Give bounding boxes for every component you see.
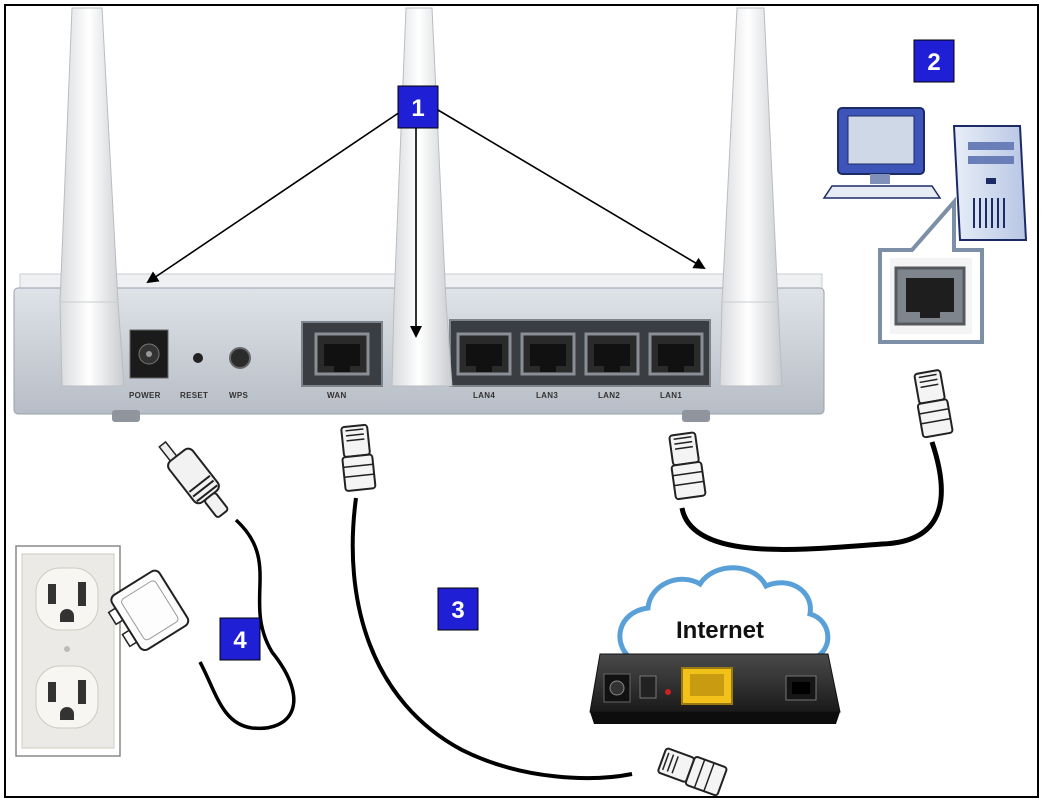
power-port[interactable] xyxy=(129,329,169,379)
antenna-arrows xyxy=(146,109,706,338)
lan-ports xyxy=(449,319,711,387)
internet-label: Internet xyxy=(676,617,764,644)
lan1-port[interactable] xyxy=(648,332,704,376)
monitor-icon xyxy=(822,107,942,199)
modem xyxy=(589,653,841,724)
power-cable xyxy=(198,518,296,731)
wan-port[interactable] xyxy=(301,321,383,387)
pc-tower-icon xyxy=(952,125,1028,241)
reset-button[interactable] xyxy=(193,353,203,363)
modem-ethernet-port[interactable] xyxy=(681,667,733,705)
lan3-label: LAN3 xyxy=(536,391,558,400)
power-label: POWER xyxy=(129,391,161,400)
diagram-frame: POWER RESET WPS WAN LAN4 LAN3 LAN2 LAN1 … xyxy=(4,4,1039,798)
modem-switch[interactable] xyxy=(639,675,657,699)
antenna-left xyxy=(59,7,125,387)
callout-1-badge: 1 xyxy=(397,85,439,129)
callout-4-number: 4 xyxy=(233,627,247,654)
modem-led xyxy=(665,689,671,695)
lan2-label: LAN2 xyxy=(598,391,620,400)
antenna-center xyxy=(391,7,453,387)
callout-2-number: 2 xyxy=(927,49,940,76)
wan-cable xyxy=(350,497,633,780)
callout-2-badge: 2 xyxy=(913,39,955,83)
lan-cable xyxy=(679,441,944,552)
lan-plug-computer xyxy=(911,368,954,439)
router-connection-diagram: POWER RESET WPS WAN LAN4 LAN3 LAN2 LAN1 … xyxy=(13,7,1028,797)
modem-line-port[interactable] xyxy=(785,675,817,701)
wan-plug-router xyxy=(338,423,377,493)
wall-outlet xyxy=(15,545,121,757)
reset-label: RESET xyxy=(180,391,208,400)
lan1-label: LAN1 xyxy=(660,391,682,400)
wps-label: WPS xyxy=(229,391,248,400)
lan-plug-router xyxy=(666,430,707,501)
lan4-port[interactable] xyxy=(456,332,512,376)
wan-label: WAN xyxy=(327,391,347,400)
callout-1-number: 1 xyxy=(411,95,424,122)
callout-4-badge: 4 xyxy=(219,617,261,661)
callout-3-number: 3 xyxy=(451,597,464,624)
wan-plug-modem xyxy=(655,744,729,797)
power-plug-barrel xyxy=(158,440,229,518)
power-adapter xyxy=(107,569,190,652)
computer-port-detail xyxy=(878,196,984,344)
internet-cloud: Internet xyxy=(617,565,831,661)
lan3-port[interactable] xyxy=(520,332,576,376)
antenna-right xyxy=(719,7,783,387)
wps-button[interactable] xyxy=(229,347,251,369)
lan2-port[interactable] xyxy=(584,332,640,376)
modem-power-port[interactable] xyxy=(603,673,631,703)
callout-3-badge: 3 xyxy=(437,587,479,631)
lan4-label: LAN4 xyxy=(473,391,495,400)
